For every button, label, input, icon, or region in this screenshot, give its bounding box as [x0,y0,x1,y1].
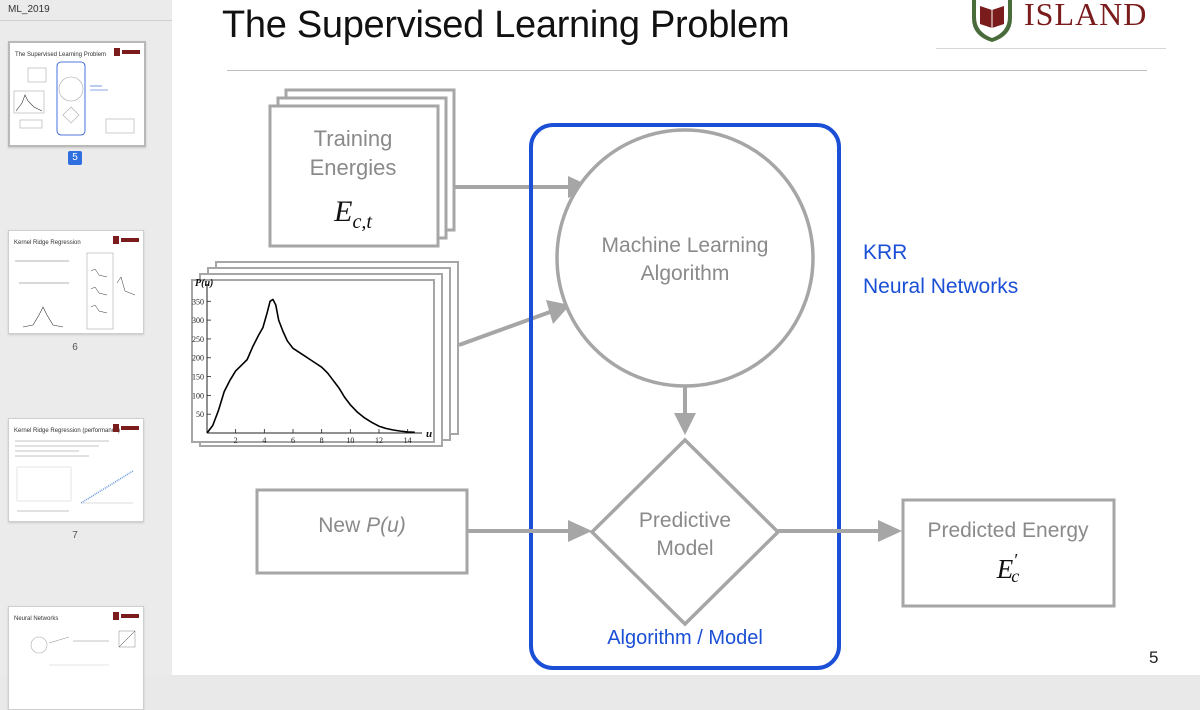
training-energies-box [268,104,440,248]
arrowhead-new-to-model [568,520,592,542]
slide-title: The Supervised Learning Problem [222,4,790,46]
arrowhead-chart-to-ml [546,300,570,324]
slide-thumbnail-5[interactable]: The Supervised Learning Problem [8,41,146,147]
logo-icon [113,424,139,432]
thumbnail-diagram [15,252,136,330]
page-number: 6 [72,342,78,353]
predicted-label: Predicted Energy [927,519,1089,542]
chart-y-tick-label: 350 [192,297,204,306]
method-krr: KRR [863,241,907,264]
logo-icon [114,48,140,56]
training-energies-stack: Training Energies Ec,t [268,88,456,248]
thumbnail-diagram [13,61,135,136]
chart-x-label: u [426,428,432,440]
chart-y-tick-label: 300 [192,316,204,325]
thumbnail-title: The Supervised Learning Problem [15,52,107,58]
new-pu-box [255,488,469,575]
supervised-learning-diagram: Training Energies Ec,t 2 4 6 8 10 12 14 50 100 15… [191,88,1116,670]
method-neural-networks: Neural Networks [863,275,1018,298]
thumbnail-title: Kernel Ridge Regression [14,240,81,246]
predicted-energy-box [901,498,1116,608]
logo-icon [113,236,139,244]
thumbnail-title: Neural Networks [14,616,59,622]
pu-chart-stack: 2 4 6 8 10 12 14 50 100 150 200 250 300 350 P(u) u [191,261,459,447]
thumbnail-title: Kernel Ridge Regression (performance) [14,428,121,434]
thumbnail-diagram [15,440,134,512]
title-underline [227,70,1147,71]
arrowhead-model-to-predicted [878,520,902,542]
training-line1: Training [314,126,393,151]
chart-x-tick-label: 4 [262,436,266,445]
chart-y-tick-label: 250 [192,335,204,344]
predictive-model-diamond [589,437,781,627]
logo-icon [113,612,139,620]
ml-algorithm-line1: Machine Learning [602,234,769,257]
pu-chart: 2 4 6 8 10 12 14 50 100 150 200 250 300 350 P(u) u [192,278,432,445]
arrow-chart-to-ml [458,310,551,347]
page-number: 7 [72,530,78,541]
predictive-line2: Model [656,537,713,560]
document-title: ML_2019 [8,4,50,15]
predictive-line1: Predictive [639,509,731,532]
training-symbol: Ec,t [333,195,372,233]
chart-series-line [206,298,415,434]
slide-thumbnail-8[interactable]: Neural Networks [8,606,144,710]
ml-algorithm-circle [555,128,815,388]
chart-x-tick-label: 12 [375,436,383,445]
new-pu-label: New P(u) [318,514,406,537]
chart-y-tick-label: 50 [196,410,204,419]
page-number-badge: 5 [68,151,82,165]
slide-sidebar: ML_2019 The Supervised Learning Problem … [0,0,173,710]
arrowhead-ml-to-model [674,413,696,435]
sidebar-divider [0,20,172,21]
predicted-symbol: E′c [996,550,1019,586]
chart-y-tick-label: 150 [192,373,204,382]
chart-x-tick-label: 2 [234,436,238,445]
slide-thumbnail-6[interactable]: Kernel Ridge Regression [8,230,144,334]
chart-y-tick-label: 100 [192,391,204,400]
thumbnail-diagram [30,630,136,666]
chart-x-tick-label: 14 [404,436,412,445]
shield-book-icon [972,0,1012,42]
slide-canvas: The Supervised Learning Problem ISLAND T… [172,0,1200,675]
ml-algorithm-line2: Algorithm [641,262,730,285]
logo-text: ISLAND [1024,0,1148,32]
training-line2: Energies [310,155,397,180]
slide-thumbnail-7[interactable]: Kernel Ridge Regression (performance) [8,418,144,522]
algorithm-model-container [529,123,841,670]
chart-y-tick-label: 200 [192,354,204,363]
chart-x-tick-label: 10 [346,436,354,445]
chart-x-tick-label: 8 [320,436,324,445]
algorithm-model-label: Algorithm / Model [607,627,763,649]
slide-page-number: 5 [1149,648,1159,667]
chart-y-label: P(u) [195,278,213,289]
university-logo: ISLAND [936,0,1166,49]
chart-x-tick-label: 6 [291,436,295,445]
